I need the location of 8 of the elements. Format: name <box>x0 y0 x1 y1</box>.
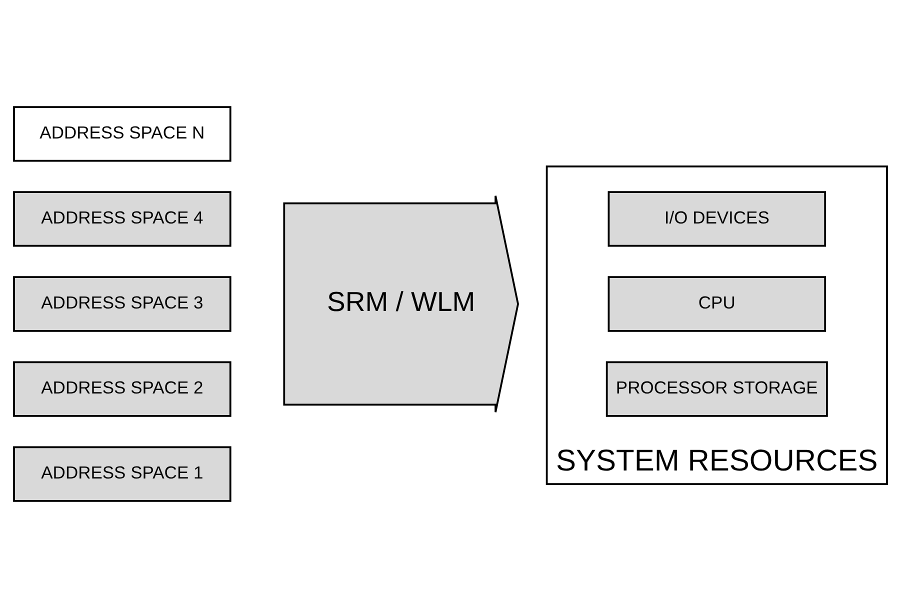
node-box: ADDRESS SPACE N <box>12 106 231 162</box>
node-box: ADDRESS SPACE 2 <box>12 360 231 416</box>
node-box: I/O DEVICES <box>607 190 826 246</box>
node-box: PROCESSOR STORAGE <box>605 360 828 416</box>
node-box: CPU <box>607 276 826 332</box>
node-box: ADDRESS SPACE 1 <box>12 446 231 502</box>
node-box: ADDRESS SPACE 3 <box>12 276 231 332</box>
node-box: ADDRESS SPACE 4 <box>12 190 231 246</box>
